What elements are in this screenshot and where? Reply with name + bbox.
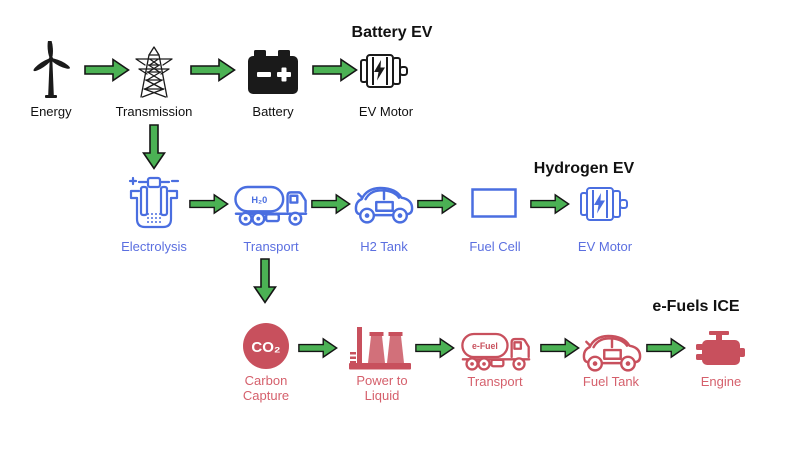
down-arrow-icon — [252, 258, 278, 304]
engine-icon — [696, 331, 745, 365]
node-label: Fuel Cell — [469, 239, 521, 254]
flow-arrow-icon — [530, 193, 570, 215]
flow-arrow-icon — [417, 193, 457, 215]
flow-arrow-icon — [189, 193, 229, 215]
node-label: Power to Liquid — [356, 373, 408, 403]
node-label: EV Motor — [358, 104, 414, 119]
electrolysis-icon — [128, 176, 180, 229]
wind-turbine-icon — [33, 41, 70, 98]
co2-icon: CO₂ — [243, 323, 289, 369]
node-label: Electrolysis — [121, 239, 187, 254]
battery-ev-title: Battery EV — [351, 24, 433, 41]
tank-text: e-Fuel — [472, 341, 498, 351]
node-label: Transport — [467, 374, 523, 389]
transmission-tower-icon — [135, 46, 173, 98]
electric-motor-icon — [580, 187, 628, 221]
down-arrow-icon — [141, 124, 167, 170]
node-label: Transport — [243, 239, 299, 254]
node-label: Energy — [30, 104, 72, 119]
car-icon — [582, 334, 642, 372]
flow-arrow-icon — [540, 337, 580, 359]
fuel-cell-icon — [471, 188, 517, 218]
flow-arrow-icon — [415, 337, 455, 359]
node-label: H2 Tank — [360, 239, 408, 254]
flow-arrow-icon — [298, 337, 338, 359]
tanker-truck-icon: e-Fuel — [461, 332, 531, 371]
node-label: Engine — [700, 374, 742, 389]
electric-motor-icon — [360, 54, 408, 88]
flow-arrow-icon — [190, 57, 236, 83]
co2-text: CO₂ — [251, 339, 280, 356]
node-label: Battery — [252, 104, 294, 119]
flow-arrow-icon — [646, 337, 686, 359]
node-label: EV Motor — [577, 239, 633, 254]
node-label: Carbon Capture — [242, 373, 290, 403]
flow-arrow-icon — [312, 57, 358, 83]
car-icon — [354, 186, 414, 224]
flow-arrow-icon — [84, 57, 130, 83]
efuels-ice-title: e-Fuels ICE — [652, 298, 740, 315]
power-plant-icon — [349, 327, 411, 370]
battery-icon — [248, 50, 298, 94]
node-label: Transmission — [115, 104, 193, 119]
node-label: Fuel Tank — [582, 374, 640, 389]
tanker-truck-icon: H₂0 — [234, 185, 308, 226]
flow-arrow-icon — [311, 193, 351, 215]
tank-text: H₂0 — [251, 195, 267, 205]
hydrogen-ev-title: Hydrogen EV — [533, 160, 635, 177]
